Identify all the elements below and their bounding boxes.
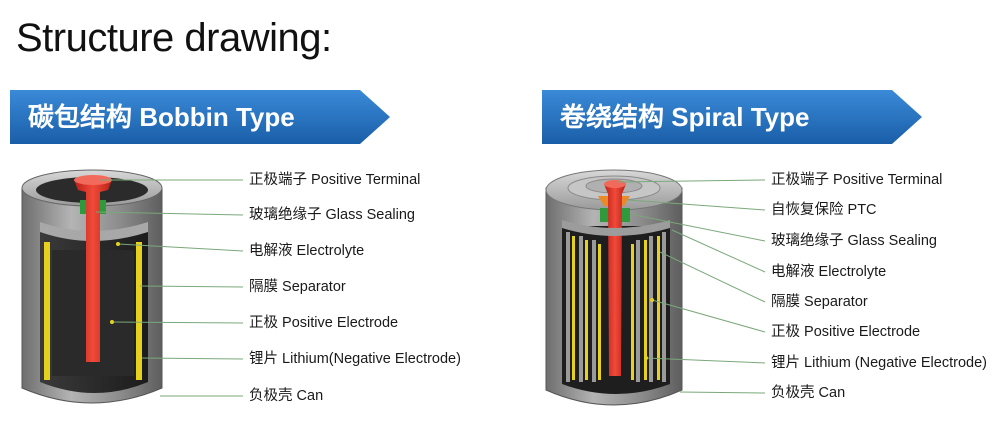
bobbin-leader-dots [110,242,142,360]
spiral-leader-dots [644,298,654,360]
page-title: Structure drawing: [16,16,332,60]
bobbin-type-banner: 碳包结构 Bobbin Type [10,90,390,144]
spiral-label-electrolyte: 电解液 Electrolyte [771,264,887,280]
banner-arrow-shape [10,90,390,144]
bobbin-label-can: 负极壳 Can [249,388,324,404]
spiral-type-banner: 卷绕结构 Spiral Type [542,90,922,144]
spiral-electrode-layers [566,232,666,382]
bobbin-type-heading: 碳包结构 Bobbin Type [28,102,295,132]
spiral-label-positive-terminal: 正极端子 Positive Terminal [771,172,943,188]
spiral-label-glass-sealing: 玻璃绝缘子 Glass Sealing [771,233,937,249]
spiral-label-lithium: 锂片 Lithium (Negative Electrode) [771,355,987,371]
spiral-cell-illustration [545,169,683,406]
bobbin-label-separator: 隔膜 Separator [249,279,346,295]
spiral-label-positive-electrode: 正极 Positive Electrode [771,324,921,340]
bobbin-label-glass-sealing: 玻璃绝缘子 Glass Sealing [249,207,415,223]
spiral-type-heading: 卷绕结构 Spiral Type [560,102,810,132]
bobbin-cell-illustration [21,169,163,404]
spiral-leader-lines [617,179,766,394]
bobbin-label-lithium: 锂片 Lithium(Negative Electrode) [249,351,461,367]
spiral-label-separator: 隔膜 Separator [771,294,868,310]
bobbin-label-positive-terminal: 正极端子 Positive Terminal [249,172,421,188]
bobbin-label-electrolyte: 电解液 Electrolyte [249,243,365,259]
bobbin-leader-lines [95,179,244,397]
banner-arrow-shape [542,90,922,144]
bobbin-label-positive-electrode: 正极 Positive Electrode [249,315,399,331]
spiral-label-can: 负极壳 Can [771,385,846,401]
spiral-label-ptc: 自恢复保险 PTC [771,202,877,218]
